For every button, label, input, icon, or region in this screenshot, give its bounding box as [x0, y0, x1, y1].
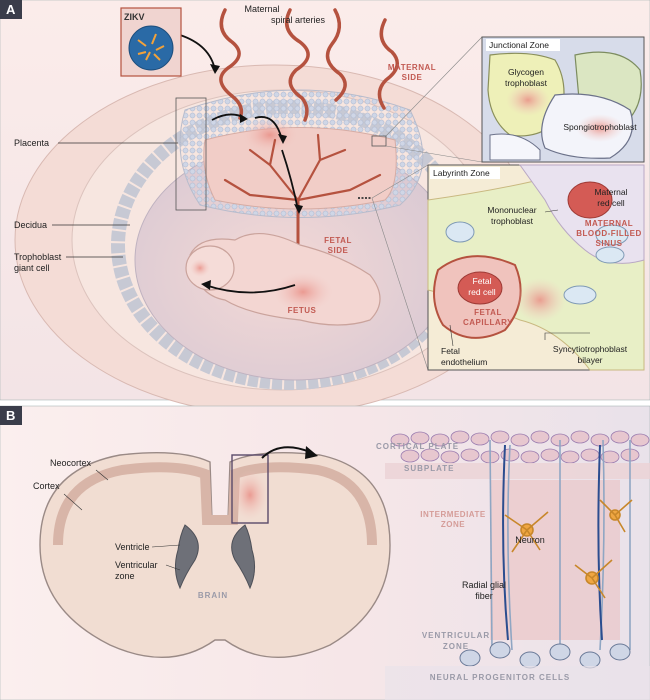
- junctional-zoom-marker: [371, 135, 387, 147]
- mononuclear-label-2: trophoblast: [491, 216, 534, 226]
- junctional-zone-title: Junctional Zone: [489, 40, 549, 50]
- neocortex-leader: [95, 469, 109, 481]
- ventricle-right: [231, 524, 256, 590]
- radial-glial-label-1: Radial glial: [462, 580, 506, 590]
- labyrinth-zone-title: Labyrinth Zone: [433, 168, 490, 178]
- decidua-label: Decidua: [14, 220, 47, 230]
- panel-a-letter-box: [0, 0, 22, 19]
- radial-glial-blue: [502, 444, 603, 641]
- ventricular-zone-leader: [165, 564, 181, 571]
- brain-zoom-box: [231, 454, 269, 524]
- maternal-sinus-2: BLOOD-FILLED: [576, 229, 642, 238]
- neural-progenitor-label: NEURAL PROGENITOR CELLS: [430, 673, 571, 682]
- placenta-bracket: [175, 97, 207, 211]
- fetal-red-cell-label-2: red cell: [468, 287, 496, 297]
- intermediate-zone-label-2: ZONE: [441, 520, 465, 529]
- mononuclear-leader: [544, 209, 559, 213]
- intermediate-zone-label-1: INTERMEDIATE: [420, 510, 486, 519]
- maternal-arteries-label-1: Maternal: [244, 4, 279, 14]
- labyrinth-connector-1: [371, 164, 429, 199]
- endothelium-leader: [449, 324, 454, 347]
- subplate-label: SUBPLATE: [404, 464, 455, 473]
- fetal-side-1: FETAL: [324, 236, 352, 245]
- radial-glial-label-2: fiber: [475, 591, 493, 601]
- cortex-label: Cortex: [33, 481, 60, 491]
- fetal-capillary-2: CAPILLARY: [463, 318, 513, 327]
- maternal-red-cell-label-2: red cell: [597, 198, 625, 208]
- trophoblast-giant-cell-label-1: Trophoblast: [14, 252, 62, 262]
- spongiotrophoblast-label: Spongiotrophoblast: [563, 122, 637, 132]
- fetal-red-cell-label-1: Fetal: [473, 276, 492, 286]
- junctional-zone-inset: Junctional Zone Glycogen trophoblast Spo…: [481, 36, 645, 163]
- neurons: [504, 499, 633, 599]
- brain-section: [39, 451, 391, 659]
- zikv-virus-icon: [128, 25, 174, 71]
- ventricular-zone-right-1: VENTRICULAR: [422, 631, 490, 640]
- glycogen-label-2: trophoblast: [505, 78, 548, 88]
- progenitor-cells: [459, 641, 631, 669]
- maternal-sinus-3: SINUS: [596, 239, 623, 248]
- ventricular-zone-label-1: Ventricular: [115, 560, 158, 570]
- mononuclear-label-1: Mononuclear: [487, 205, 536, 215]
- labyrinth-connector-2: [371, 197, 429, 371]
- brain-infection-glow: [232, 470, 268, 520]
- labyrinth-zone-inset: Labyrinth Zone Maternal red cell Mononuc…: [427, 164, 645, 371]
- radial-glial-fibers: [489, 439, 631, 651]
- placenta-label: Placenta: [14, 138, 49, 148]
- ventricular-zone-label-2: zone: [115, 571, 135, 581]
- progenitor-band: [385, 666, 650, 700]
- fetus: [185, 232, 381, 326]
- junctional-connector-1: [385, 36, 483, 137]
- syncytio-label-2: bilayer: [577, 355, 602, 365]
- ventricular-zone-right-2: ZONE: [443, 642, 469, 651]
- maternal-arteries-label-2: spiral arteries: [271, 15, 326, 25]
- panel-b-letter: B: [6, 408, 15, 423]
- junctional-connector-2: [385, 145, 483, 163]
- brain-zoom-arrow: [261, 446, 311, 459]
- maternal-side-2: SIDE: [402, 73, 423, 82]
- syncytio-leader: [544, 332, 590, 340]
- brain-zoom-arrowhead: [305, 446, 318, 459]
- subplate-band: [385, 463, 650, 479]
- panel-b: B Neocortex Cortex Ventricle Ventricular…: [0, 405, 650, 700]
- ventricle-leader: [151, 544, 181, 548]
- panel-a: A: [0, 0, 650, 416]
- fetal-endothelium-1: Fetal: [441, 346, 460, 356]
- cortical-layers: [385, 430, 650, 700]
- maternal-sinus-1: MATERNAL: [585, 219, 633, 228]
- panel-b-letter-box: [0, 406, 22, 425]
- brain-label: BRAIN: [198, 591, 228, 600]
- cortical-plate-label: CORTICAL PLATE: [376, 442, 459, 451]
- infection-glow-placenta: [242, 117, 298, 153]
- panel-a-letter: A: [6, 2, 16, 17]
- maternal-spiral-arteries: [219, 8, 399, 122]
- ventricle-label: Ventricle: [115, 542, 150, 552]
- zikv-label: ZIKV: [124, 12, 145, 22]
- fetal-capillary-1: FETAL: [474, 308, 502, 317]
- neocortex-label: Neocortex: [50, 458, 92, 468]
- fetal-endothelium-2: endothelium: [441, 357, 487, 367]
- fetal-side-2: SIDE: [328, 246, 349, 255]
- glycogen-label-1: Glycogen: [508, 67, 544, 77]
- neuron-label: Neuron: [515, 535, 545, 545]
- maternal-side-1: MATERNAL: [388, 63, 436, 72]
- cortex-leader: [63, 493, 83, 511]
- maternal-red-cell-label-1: Maternal: [594, 187, 627, 197]
- neocortex-band: [53, 462, 377, 546]
- fetus-label: FETUS: [288, 306, 317, 315]
- syncytio-label-1: Syncytiotrophoblast: [553, 344, 628, 354]
- zikv-spikes: [137, 33, 165, 61]
- ventricle-left: [174, 524, 199, 590]
- arrowheads: [201, 64, 303, 290]
- trophoblast-giant-cell-label-2: giant cell: [14, 263, 50, 273]
